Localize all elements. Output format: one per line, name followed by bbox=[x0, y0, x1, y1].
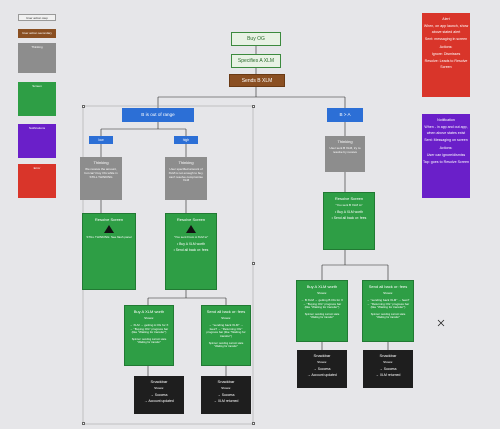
send-right-title: Send all back or: fees bbox=[368, 284, 408, 289]
notification-note: Notification When - in app and out app, … bbox=[422, 114, 470, 198]
out-of-range-node[interactable]: B is out of range bbox=[122, 108, 194, 122]
send-screen-right[interactable]: Send all back or: fees Shows: → "sending… bbox=[362, 280, 414, 342]
resolve-right-body: "You sent B XLM to" bbox=[335, 203, 363, 207]
alert-note-line: Sent: messaging in screen bbox=[424, 37, 468, 42]
snackbar-title: Snackbar bbox=[379, 353, 397, 358]
buy-right-title: Buy A XLM worth bbox=[306, 284, 338, 289]
thinking-right-node[interactable]: Thinking User sent B XLM, try to resolve… bbox=[325, 136, 365, 172]
send-screen-mid[interactable]: Send all back or: fees Shows: → "sending… bbox=[201, 305, 251, 366]
buy-right-foot: Spinner: sending current state "Waiting … bbox=[304, 313, 340, 320]
notification-note-line: Actions: bbox=[439, 145, 453, 150]
sends-b-xlm-node[interactable]: Sends B XLM bbox=[229, 74, 285, 87]
selection-handle[interactable] bbox=[251, 104, 255, 108]
buy-screen-right[interactable]: Buy A XLM worth Shows: → B XLM → getting… bbox=[296, 280, 348, 342]
snackbar-title: Snackbar bbox=[313, 353, 331, 358]
send-mid-title: Send all back or: fees bbox=[206, 309, 246, 314]
snackbar-line: → XLM returned bbox=[375, 373, 401, 377]
alert-note-line: Actions: bbox=[439, 44, 453, 49]
low-branch-node[interactable]: low bbox=[89, 136, 113, 144]
buy-mid-sub: Shows: bbox=[144, 316, 154, 320]
notification-note-line: Sent: Messaging on screen bbox=[424, 138, 468, 143]
resolve-screen-right[interactable]: Resolve Screen "You sent B XLM to" • Buy… bbox=[323, 192, 375, 250]
snackbar-title: Snackbar bbox=[217, 379, 235, 384]
snackbar-sub: Shows: bbox=[154, 386, 164, 390]
snackbar-line: → Account updated bbox=[144, 399, 174, 403]
alert-note-line: When, on app launch, show above stated a… bbox=[423, 24, 469, 34]
thinking-right-body: User sent B XLM, try to resolve by recei… bbox=[329, 146, 361, 154]
snackbar-sub: Shows: bbox=[221, 386, 231, 390]
thinking-high-title: Thinking bbox=[178, 160, 194, 165]
warning-icon bbox=[104, 225, 114, 233]
selection-handle[interactable] bbox=[81, 104, 85, 108]
snackbar-title: Snackbar bbox=[150, 379, 168, 384]
buy-right-sub: Shows: bbox=[317, 291, 327, 295]
snackbar-line: → Success bbox=[379, 366, 397, 371]
snackbar-line: → XLM returned bbox=[213, 399, 239, 403]
buy-mid-body: → XLM → getting A OG for X → "Buying OG"… bbox=[129, 322, 169, 335]
snackbar-line: → Success bbox=[217, 392, 235, 397]
thinking-high-body: User specified amount of XLM is not enou… bbox=[168, 167, 204, 183]
resolve-high-option-send[interactable]: • Send all back or: fees bbox=[173, 248, 209, 252]
alert-note: Alert When, on app launch, show above st… bbox=[422, 13, 470, 97]
thinking-low-body: We receive the amount, but can't buy OG … bbox=[84, 167, 118, 179]
selection-handle[interactable] bbox=[251, 422, 255, 425]
buy-mid-title: Buy A XLM worth bbox=[133, 309, 165, 314]
send-right-foot: Spinner: sending current state "Waiting … bbox=[370, 313, 406, 320]
buy-og-node[interactable]: Buy OG bbox=[231, 32, 281, 46]
resolve-right-option-buy[interactable]: • Buy A XLM worth bbox=[335, 209, 363, 214]
buy-right-body: → B XLM → getting B OG for X → "Buying O… bbox=[300, 297, 343, 310]
notification-note-title: Notification bbox=[437, 118, 455, 122]
send-mid-body: → "sending back XLM" → fees? → "Returnin… bbox=[206, 322, 246, 338]
resolve-high-body: "You sent From A XLM to" bbox=[173, 235, 209, 239]
thinking-high-node[interactable]: Thinking User specified amount of XLM is… bbox=[165, 157, 207, 200]
legend-user-action: User action step bbox=[18, 14, 56, 21]
notification-note-line: User can ignore/dismiss bbox=[426, 152, 466, 157]
resolve-high-option-buy[interactable]: • Buy A XLM worth bbox=[177, 241, 205, 246]
alert-note-line: Ignore: Dismisses bbox=[431, 51, 461, 56]
b-greater-a-node[interactable]: B > A bbox=[327, 108, 363, 122]
send-mid-sub: Shows: bbox=[221, 316, 231, 320]
resolve-high-title: Resolve Screen bbox=[176, 217, 206, 222]
snackbar-line: → Account updated bbox=[307, 373, 337, 377]
resolve-screen-low[interactable]: Resolve Screen STILL THINKING: See flash… bbox=[82, 213, 136, 290]
resolve-right-option-send[interactable]: • Send all back or: fees bbox=[331, 216, 367, 220]
high-branch-node[interactable]: high bbox=[174, 136, 198, 144]
thinking-low-title: Thinking bbox=[93, 160, 109, 165]
resolve-right-title: Resolve Screen bbox=[334, 196, 364, 201]
snackbar-line: → Success bbox=[150, 392, 168, 397]
snackbar-line: → Success bbox=[313, 366, 331, 371]
legend-thinking: Thinking bbox=[18, 43, 56, 73]
snackbar-sub: Shows: bbox=[383, 360, 393, 364]
send-mid-foot: Spinner: sending current state "Waiting … bbox=[208, 341, 244, 348]
send-right-body: → "sending back XLM" → fees? → "Returnin… bbox=[366, 297, 410, 310]
thinking-right-title: Thinking bbox=[337, 139, 353, 144]
resolve-low-title: Resolve Screen bbox=[94, 217, 124, 222]
alert-note-title: Alert bbox=[442, 17, 450, 21]
send-right-sub: Shows: bbox=[383, 291, 393, 295]
selection-handle[interactable] bbox=[251, 262, 255, 265]
snackbar-sub: Shows: bbox=[317, 360, 327, 364]
selection-handle[interactable] bbox=[81, 422, 85, 425]
resolve-screen-high[interactable]: Resolve Screen "You sent From A XLM to" … bbox=[165, 213, 217, 290]
notification-note-line: When - in app and out app, when above st… bbox=[424, 125, 468, 135]
thinking-low-node[interactable]: Thinking We receive the amount, but can'… bbox=[80, 157, 122, 200]
snackbar-right-returned[interactable]: Snackbar Shows: → Success → XLM returned bbox=[363, 350, 413, 388]
alert-note-line: Resolve: Leads to Resolve Screen bbox=[424, 59, 468, 69]
notification-note-line: Tap: goes to Resolve Screen bbox=[423, 160, 469, 165]
buy-screen-mid[interactable]: Buy A XLM worth Shows: → XLM → getting A… bbox=[124, 305, 174, 366]
legend-notifications: Notifications bbox=[18, 124, 56, 158]
buy-mid-foot: Spinner: sending current state "Waiting … bbox=[131, 338, 167, 345]
snackbar-mid-updated[interactable]: Snackbar Shows: → Success → Account upda… bbox=[134, 376, 184, 414]
warning-icon bbox=[186, 225, 196, 233]
legend-error: Error bbox=[18, 164, 56, 198]
snackbar-mid-returned[interactable]: Snackbar Shows: → Success → XLM returned bbox=[201, 376, 251, 414]
resolve-low-body: STILL THINKING: See flash panel bbox=[86, 235, 132, 239]
legend-user-action-secondary: User action secondary bbox=[18, 29, 56, 38]
specifies-xlm-node[interactable]: Specifies A XLM bbox=[231, 54, 281, 68]
legend-screen: Screen bbox=[18, 82, 56, 116]
snackbar-right-updated[interactable]: Snackbar Shows: → Success → Account upda… bbox=[297, 350, 347, 388]
